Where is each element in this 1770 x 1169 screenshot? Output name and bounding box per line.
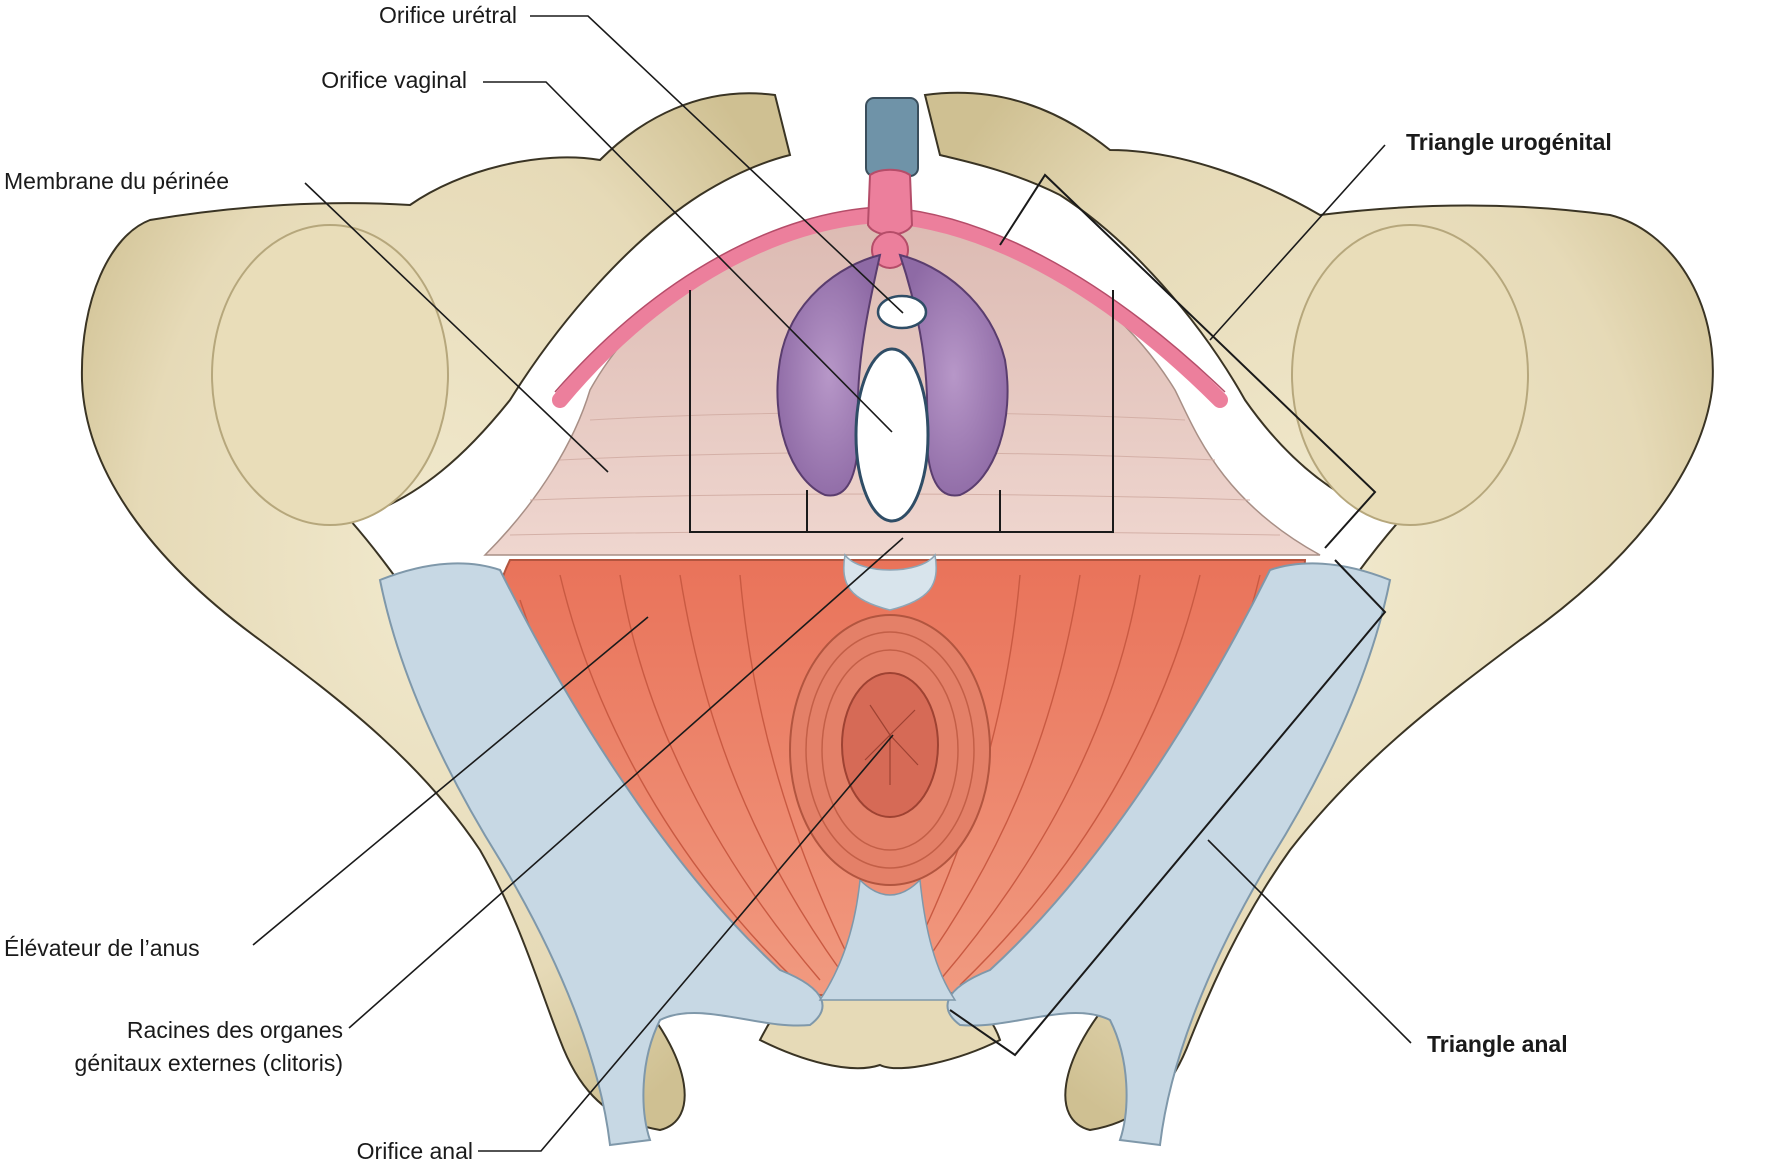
clitoris-body — [866, 168, 914, 236]
right-acetabulum — [1291, 224, 1529, 526]
leader-triangle-urogenital — [1209, 144, 1386, 341]
leader-membrane-perinee — [304, 182, 609, 473]
right-ischiopubic-ramus — [872, 207, 1228, 408]
label-elevateur-anus: Élévateur de l’anus — [4, 935, 200, 961]
pubic-symphysis — [865, 97, 919, 177]
anococcygeal-body — [818, 878, 957, 1001]
urogenital-triangle-bracket — [999, 173, 1377, 549]
leader-triangle-anal — [1207, 839, 1412, 1044]
anal-folds — [864, 704, 919, 785]
anal-triangle-bracket — [949, 559, 1387, 1057]
label-membrane-perinee: Membrane du périnée — [4, 168, 230, 194]
leader-lines — [252, 15, 1412, 1152]
leader-elevateur-anus — [252, 616, 649, 946]
label-triangle-urogenital: Triangle urogénital — [1406, 129, 1612, 155]
label-triangle-anal: Triangle anal — [1427, 1031, 1568, 1057]
roots-bracket — [689, 290, 1114, 533]
label-racines-line2: génitaux externes (clitoris) — [74, 1050, 343, 1076]
right-sacrotuberous-ligament — [946, 562, 1392, 1147]
label-orifice-uretral: Orifice urétral — [378, 2, 517, 28]
left-sacrotuberous-ligament — [378, 562, 824, 1147]
leader-orifice-anal — [478, 734, 894, 1152]
clitoris-glans — [871, 231, 909, 269]
label-orifice-vaginal: Orifice vaginal — [321, 67, 467, 93]
label-racines-line1: Racines des organes — [126, 1017, 343, 1043]
leader-orifice-uretral — [530, 15, 904, 314]
label-orifice-anal: Orifice anal — [356, 1138, 473, 1164]
left-ischiopubic-ramus — [552, 207, 888, 408]
vaginal-orifice — [854, 347, 930, 523]
pelvic-bone — [80, 91, 1714, 1132]
left-acetabulum — [211, 224, 449, 526]
perineal-body — [843, 553, 937, 611]
left-clitoris-root — [776, 253, 882, 497]
leader-racines — [348, 537, 904, 1029]
right-ischiopubic-ramus-edge — [879, 206, 1226, 393]
leader-orifice-vaginal — [483, 81, 893, 433]
